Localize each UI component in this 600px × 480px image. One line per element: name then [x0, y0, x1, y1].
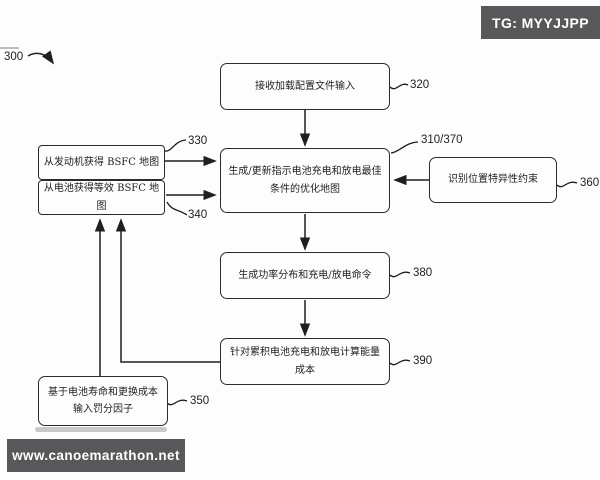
- flow-box-320-receive-load-profile: 接收加载配置文件输入: [220, 63, 390, 110]
- ref-connector-320: [389, 83, 409, 90]
- site-watermark-text: www.canoemarathon.net: [12, 448, 180, 463]
- ref-label-330: 330: [188, 135, 208, 147]
- ref-label-390: 390: [413, 355, 433, 367]
- flow-box-340-battery-bsfc-map: 从电池获得等效 BSFC 地 图: [38, 180, 165, 215]
- ref-label-380: 380: [413, 267, 433, 279]
- crop-artifact-dash: [0, 47, 19, 49]
- flow-box-360-location-constraints: 识别位置特异性约束: [429, 157, 557, 203]
- ref-label-310-370: 310/370: [421, 134, 463, 146]
- site-watermark: www.canoemarathon.net: [7, 439, 185, 472]
- ref-connector-380: [389, 271, 411, 278]
- flow-box-310-370-optimization-map: 生成/更新指示电池充电和放电最佳 条件的优化地图: [220, 148, 390, 213]
- flow-box-390-energy-cost: 针对累积电池充电和放电计算能量 成本: [220, 338, 390, 385]
- flow-box-380-text: 生成功率分布和充电/放电命令: [238, 269, 372, 281]
- ref-connector-350: [166, 399, 188, 406]
- flow-box-320-text: 接收加载配置文件输入: [255, 80, 355, 92]
- figure-ref-300: 300: [4, 51, 24, 63]
- figure-ref-arrow: [27, 50, 55, 65]
- ref-connector-340: [166, 201, 188, 216]
- flow-box-340-text: 从电池获得等效 BSFC 地 图: [43, 183, 160, 212]
- flow-box-350-text: 基于电池寿命和更换成本 输入罚分因子: [48, 386, 158, 416]
- ref-label-350: 350: [190, 395, 210, 407]
- ref-connector-310-370: [390, 141, 419, 154]
- ref-connector-390: [389, 359, 411, 366]
- tag-badge-text: TG: MYYJJPP: [492, 14, 589, 31]
- flow-box-380-power-commands: 生成功率分布和充电/放电命令: [220, 252, 390, 299]
- flow-box-360-text: 识别位置特异性约束: [448, 174, 538, 186]
- ref-connector-360: [556, 181, 578, 188]
- ref-label-340: 340: [188, 209, 208, 221]
- ref-connector-330: [164, 139, 187, 152]
- ref-label-360: 360: [580, 177, 600, 189]
- ref-label-320: 320: [410, 79, 430, 91]
- tag-badge: TG: MYYJJPP: [481, 6, 600, 39]
- box-350-shadow: [35, 427, 167, 432]
- flow-box-330-engine-bsfc-map: 从发动机获得 BSFC 地图: [38, 145, 165, 180]
- arrow-390-to-340: [115, 218, 220, 363]
- flow-box-330-text: 从发动机获得 BSFC 地图: [43, 156, 160, 168]
- flow-box-390-text: 针对累积电池充电和放电计算能量 成本: [230, 347, 380, 376]
- flow-box-350-penalty-factor: 基于电池寿命和更换成本 输入罚分因子: [38, 376, 168, 426]
- flow-box-310-370-text: 生成/更新指示电池充电和放电最佳 条件的优化地图: [228, 166, 382, 195]
